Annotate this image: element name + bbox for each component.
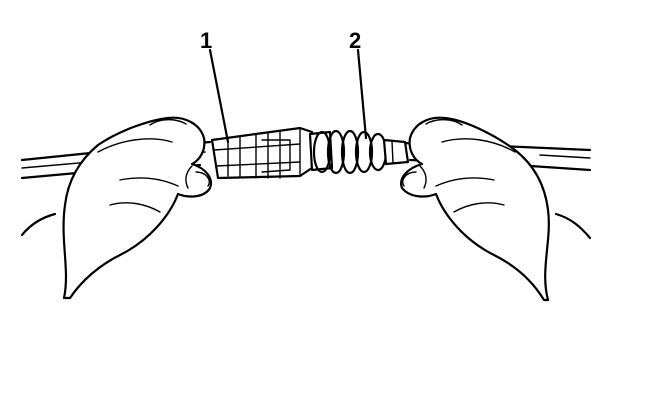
leader-line-2 xyxy=(356,48,368,140)
right-hand xyxy=(400,116,592,302)
spring-retainer xyxy=(308,129,410,175)
left-hand xyxy=(20,116,213,300)
callout-label-1: 1 xyxy=(200,28,213,53)
callout-label-2: 2 xyxy=(349,28,362,53)
leader-line-1 xyxy=(208,48,230,144)
quick-connector xyxy=(210,126,314,180)
